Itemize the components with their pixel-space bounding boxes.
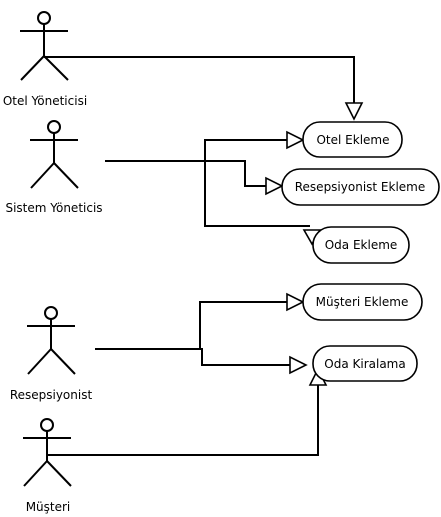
- usecase-shape: [302, 121, 403, 158]
- actor-right-leg: [50, 348, 76, 375]
- usecase-label: Müşteri Ekleme: [316, 295, 409, 309]
- actor-label: Müşteri: [26, 500, 71, 514]
- usecase-label: Otel Ekleme: [316, 133, 389, 147]
- connector-line: [44, 56, 355, 103]
- connector-line: [199, 301, 287, 349]
- usecase-shape: [312, 226, 410, 264]
- connector-line: [204, 139, 287, 161]
- arrowhead: [289, 355, 308, 375]
- usecase-musteri-ekleme: Müşteri Ekleme: [302, 283, 423, 321]
- actor-right-leg: [46, 460, 72, 487]
- usecase-shape: [302, 283, 423, 321]
- usecase-label: Oda Ekleme: [325, 238, 398, 252]
- usecase-oda-kiralama: Oda Kiralama: [312, 345, 418, 382]
- usecase-otel-ekleme: Otel Ekleme: [302, 121, 403, 158]
- actor-left-leg: [27, 348, 52, 375]
- usecase-label: Oda Kiralama: [324, 357, 405, 371]
- usecase-oda-ekleme: Oda Ekleme: [312, 226, 410, 264]
- actor-resepsiyonist: Resepsiyonist: [10, 306, 93, 402]
- connector-line: [47, 385, 319, 456]
- arrowhead: [265, 176, 284, 196]
- usecase-resepsiyonist-ekleme: Resepsiyonist Ekleme: [281, 168, 440, 206]
- connector-line: [204, 161, 310, 227]
- usecase-label: Resepsiyonist Ekleme: [295, 180, 426, 194]
- actor-otel-yoneticisi: Otel Yöneticisi: [3, 11, 87, 108]
- connector-line: [205, 160, 266, 187]
- actor-head: [40, 418, 54, 432]
- actor-right-leg: [43, 55, 69, 81]
- actor-left-leg: [23, 460, 48, 487]
- actor-head: [44, 306, 58, 320]
- actor-label: Otel Yöneticisi: [3, 94, 87, 108]
- actor-label: Sistem Yöneticis: [5, 201, 102, 215]
- actor-left-leg: [20, 55, 45, 81]
- usecase-shape: [312, 345, 418, 382]
- actor-label: Resepsiyonist: [10, 388, 93, 402]
- actor-left-leg: [30, 162, 55, 189]
- actor-head: [37, 11, 51, 25]
- arrowhead: [286, 130, 305, 150]
- actor-sistem-yoneticisi: Sistem Yöneticis: [5, 120, 103, 215]
- arrowhead: [344, 102, 364, 121]
- usecase-shape: [281, 168, 440, 206]
- connector-resepsiyonist: [95, 292, 308, 375]
- connector-musteri-to-oda-kiralama: [47, 367, 328, 456]
- actor-head: [47, 120, 61, 134]
- actor-right-leg: [53, 162, 79, 189]
- connector-otel-yoneticisi-to-otel-ekleme: [44, 56, 364, 121]
- connector-line: [200, 348, 290, 366]
- arrowhead: [286, 292, 305, 312]
- actor-musteri: Müşteri: [23, 418, 72, 514]
